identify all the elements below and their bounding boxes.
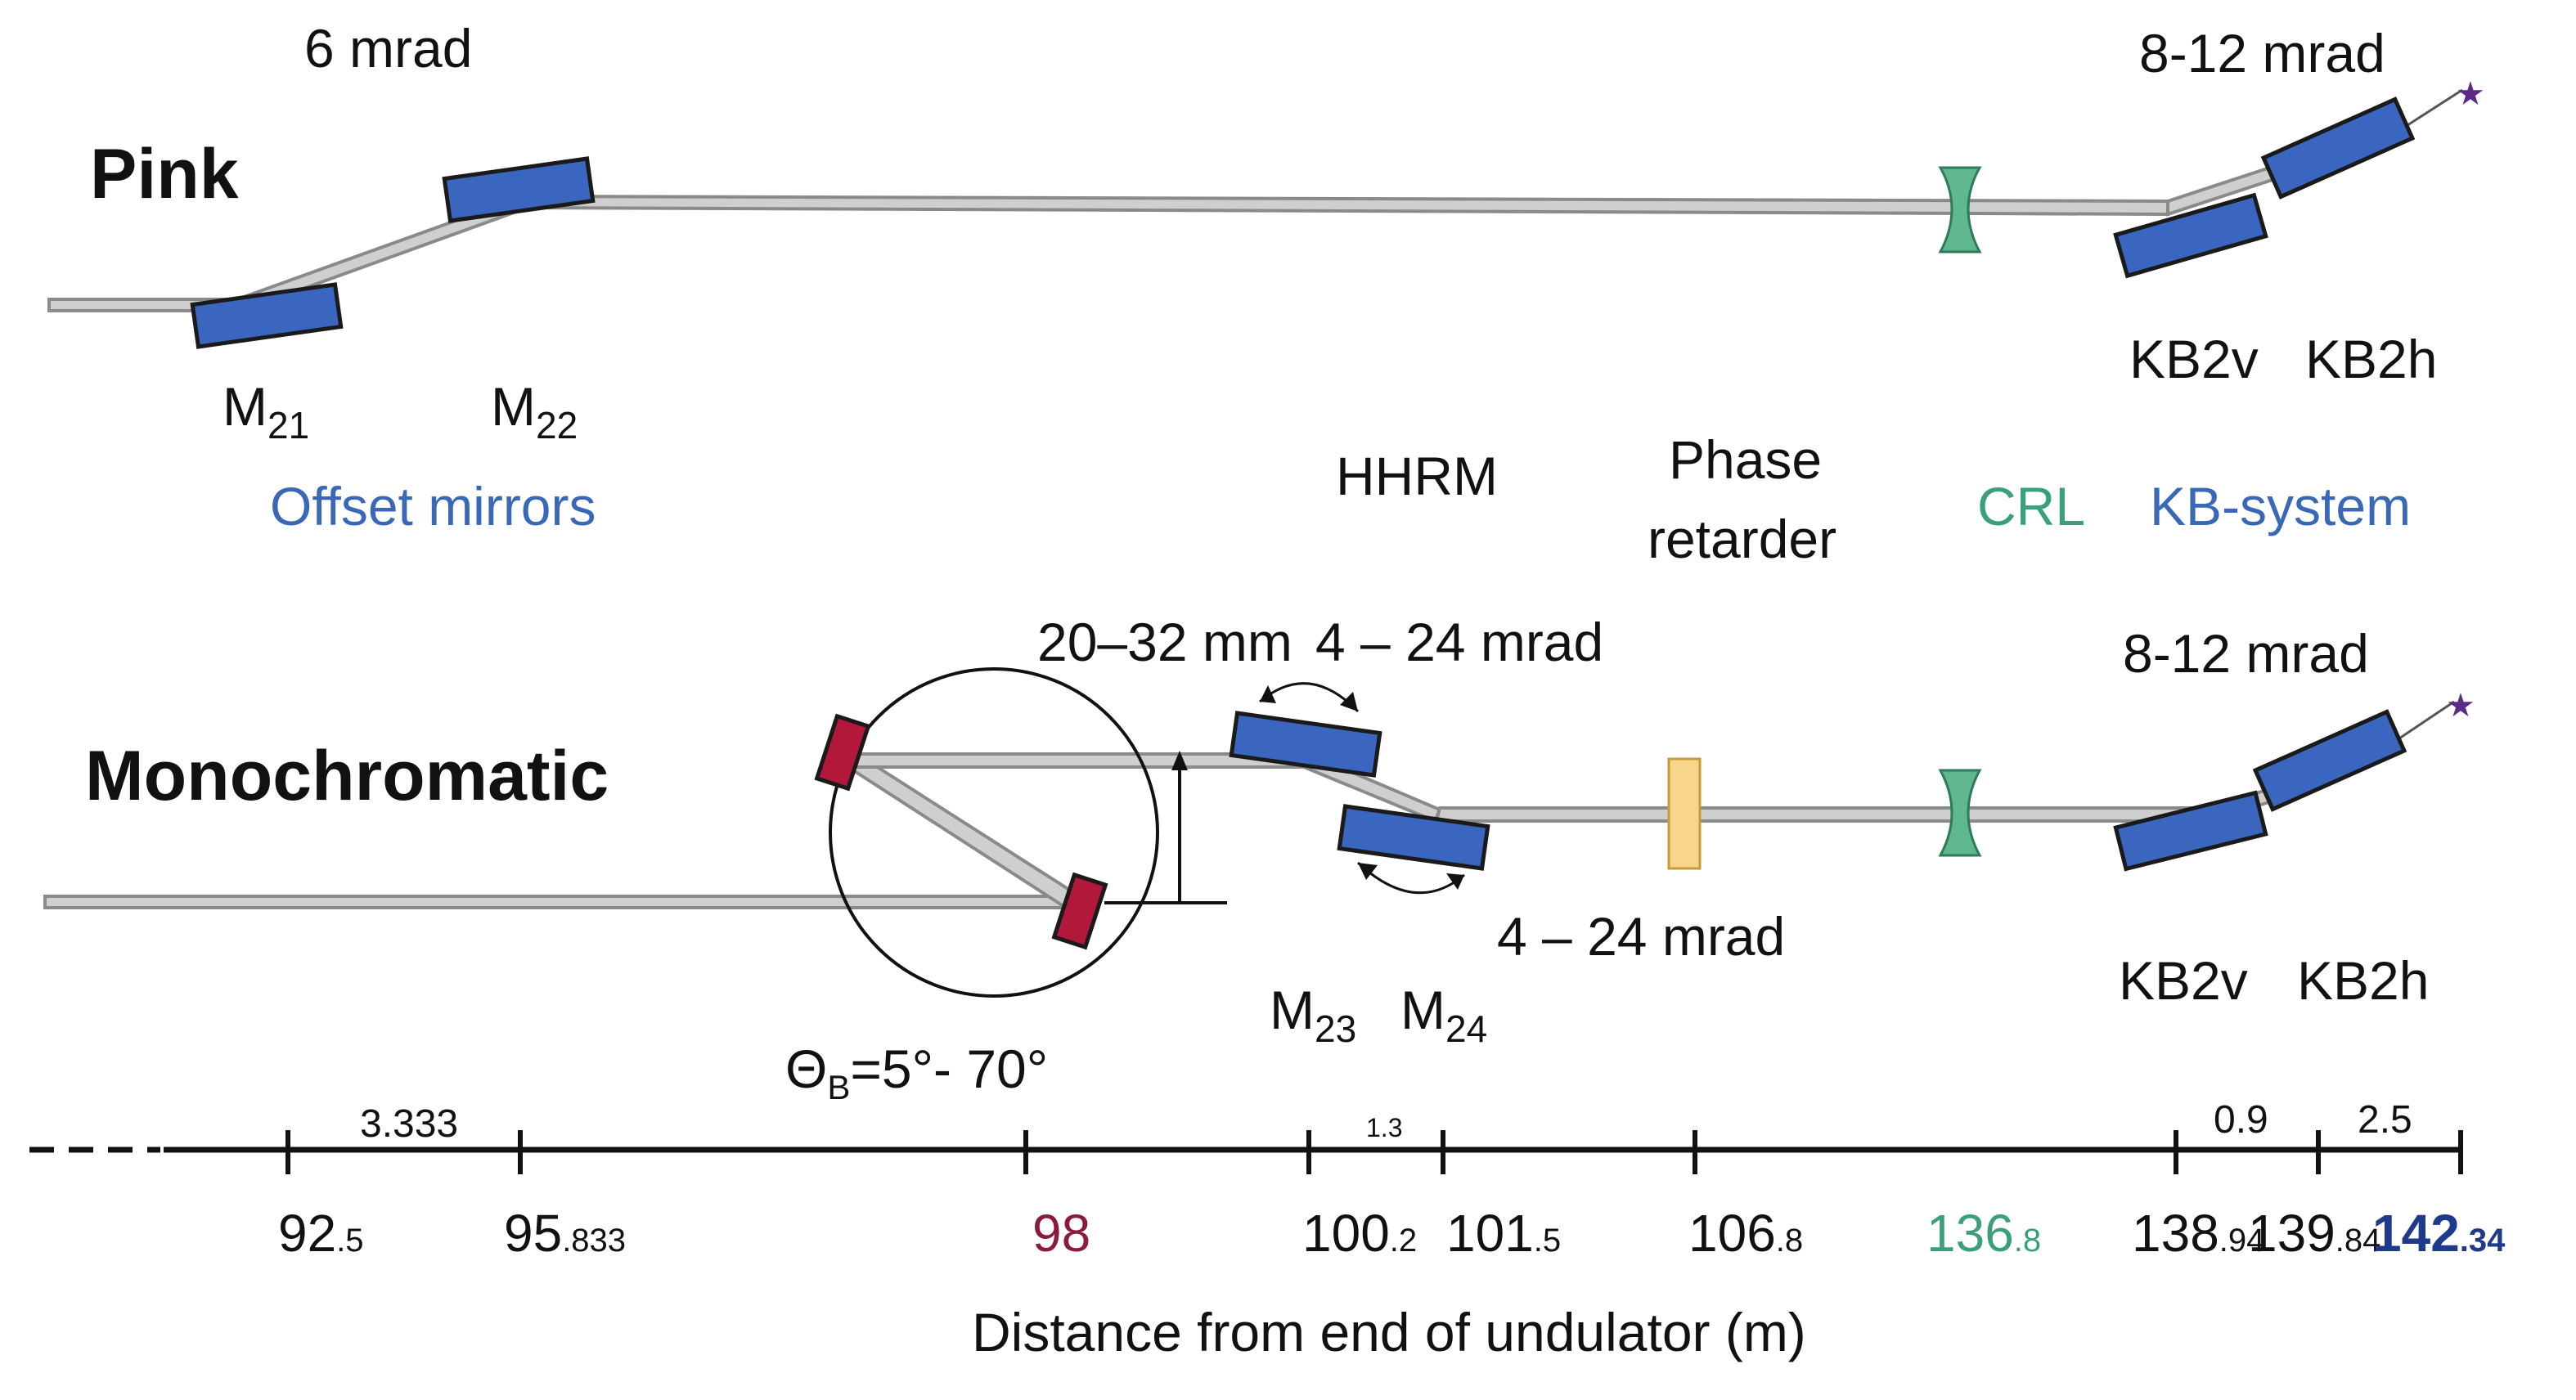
pink-kb2h-mirror xyxy=(2260,96,2416,200)
m22-mirror xyxy=(442,156,596,223)
axis-tick-label: 139.84 xyxy=(2248,1204,2380,1263)
pink-kb2v-mirror xyxy=(2113,192,2268,279)
phase-retarder-label-1: Phase xyxy=(1669,429,1822,490)
m24-rotation-head-b xyxy=(1446,873,1464,890)
pink-kb2h-label: KB2h xyxy=(2305,329,2437,389)
axis-tick-label: 92.5 xyxy=(278,1204,364,1263)
axis-tick-label: 101.5 xyxy=(1446,1204,1561,1263)
m21-label: M21 xyxy=(223,376,309,446)
axis-title: Distance from end of undulator (m) xyxy=(972,1302,1806,1362)
axis-segment-label: 1.3 xyxy=(1366,1113,1402,1142)
m24-rotation-head-a xyxy=(1358,863,1378,880)
mono-beam-main xyxy=(1434,806,2210,823)
axis-segment-label: 0.9 xyxy=(2214,1098,2268,1142)
axis-tick-label: 106.8 xyxy=(1688,1204,1803,1263)
mono-kb2h-mirror xyxy=(2252,709,2407,812)
mono-kb-angle: 8-12 mrad xyxy=(2123,623,2369,684)
m23-rotation-head-a xyxy=(1260,685,1276,703)
pink-crl-lens xyxy=(1938,166,1982,254)
axis-tick-label: 142.34 xyxy=(2372,1204,2506,1263)
mono-beamline: ★ Monochromatic 20–32 mm 4 – 24 mrad 4 –… xyxy=(43,612,2475,1106)
axis-tick-label: 95.833 xyxy=(504,1204,626,1263)
mono-beam-focus xyxy=(2396,700,2455,742)
component-labels: Offset mirrors HHRM Phase retarder CRL K… xyxy=(270,429,2411,569)
pink-beam-main xyxy=(520,194,2169,217)
phase-retarder-label-2: retarder xyxy=(1648,509,1836,569)
m23-rotation-arrow xyxy=(1259,682,1360,713)
pink-kb-angle: 8-12 mrad xyxy=(2139,23,2385,83)
theta-b-label: ΘB=5°- 70° xyxy=(785,1039,1048,1106)
pink-offset-angle: 6 mrad xyxy=(304,18,472,79)
pink-title: Pink xyxy=(90,135,239,213)
axis-tick-label: 136.8 xyxy=(1926,1204,2041,1263)
axis-tick-label: 98 xyxy=(1032,1204,1090,1263)
mono-kb2v-label: KB2v xyxy=(2119,950,2248,1011)
mono-kb2v-mirror xyxy=(2113,790,2268,872)
mono-beam-incoming xyxy=(43,895,1073,909)
offset-mirrors-label: Offset mirrors xyxy=(270,476,596,536)
dcm-crystal-2 xyxy=(1051,872,1108,950)
hhrm-label: HHRM xyxy=(1336,446,1498,506)
m24-mirror xyxy=(1337,804,1490,871)
m23-angle-label: 4 – 24 mrad xyxy=(1315,612,1603,672)
axis-tick-label: 100.2 xyxy=(1302,1204,1417,1263)
distance-axis: 3.333 1.3 0.9 2.5 92.5 95.833 98 100.2 101.5… xyxy=(29,1098,2506,1362)
axis-segment-label: 3.333 xyxy=(360,1102,458,1146)
phase-retarder-plate xyxy=(1667,757,1702,870)
m23-rotation-head-b xyxy=(1340,692,1358,711)
m23-mirror xyxy=(1229,711,1382,778)
mono-title: Monochromatic xyxy=(85,737,609,815)
mono-kb2h-label: KB2h xyxy=(2297,950,2429,1011)
pink-kb2v-label: KB2v xyxy=(2129,329,2259,389)
mono-crl-lens xyxy=(1938,769,1982,857)
dcm-crystal-1 xyxy=(814,713,871,792)
offset-mm-label: 20–32 mm xyxy=(1037,612,1292,672)
dcm-circle xyxy=(829,667,1159,998)
m21-mirror xyxy=(190,282,344,349)
m23-label: M23 xyxy=(1270,980,1356,1050)
kb-system-label: KB-system xyxy=(2150,476,2411,536)
offset-arrow-head xyxy=(1171,751,1188,770)
axis-segment-label: 2.5 xyxy=(2358,1098,2412,1142)
pink-beam-focus xyxy=(2404,88,2463,128)
axis-tick-label: 138.94 xyxy=(2132,1204,2264,1263)
mono-focus-star-icon: ★ xyxy=(2446,688,2475,724)
crl-label: CRL xyxy=(1977,476,2085,536)
pink-beamline: ★ Pink 6 mrad 8-12 mrad M21 M22 KB2v KB2… xyxy=(47,18,2485,446)
m24-rotation-arrow xyxy=(1356,861,1465,895)
m24-angle-label: 4 – 24 mrad xyxy=(1497,906,1785,967)
axis-ticks xyxy=(285,1130,2463,1174)
pink-focus-star-icon: ★ xyxy=(2456,76,2485,112)
m22-label: M22 xyxy=(491,376,578,446)
axis-tick-labels: 92.5 95.833 98 100.2 101.5 106.8 136.8 138.9413… xyxy=(278,1204,2506,1263)
mono-beam-dcm xyxy=(847,758,1081,909)
m24-label: M24 xyxy=(1400,980,1487,1050)
